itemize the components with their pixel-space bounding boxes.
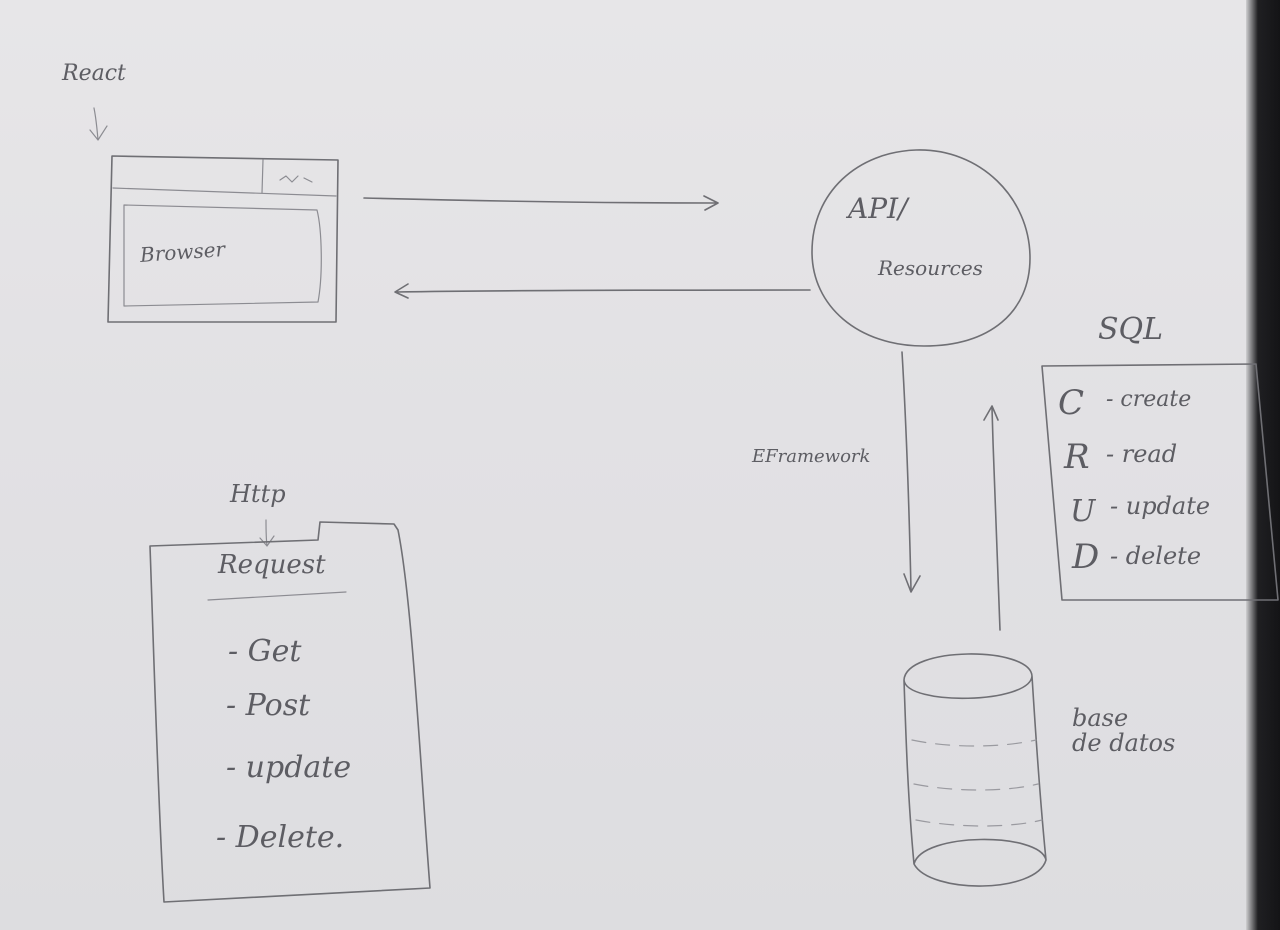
request-underline (207, 591, 347, 601)
crud-read-text: - read (1106, 440, 1178, 468)
api-label: API/ (848, 192, 908, 225)
crud-create-text: - create (1106, 387, 1192, 412)
database-label: base de datos (1072, 704, 1176, 758)
http-method-post: - Post (226, 688, 311, 723)
db-up-arrow (983, 405, 1001, 631)
http-label: Http (230, 480, 286, 508)
browser-title-bar (112, 187, 337, 197)
sql-label: SQL (1098, 312, 1164, 347)
browser-label: Browser (139, 237, 226, 267)
browser-outer-frame (107, 155, 339, 323)
ef-label: EFramework (752, 446, 871, 467)
crud-update-text: - update (1110, 492, 1211, 520)
browser-control-icon (279, 175, 313, 183)
database-cylinder (903, 653, 1047, 887)
sql-crud-box (1041, 363, 1279, 601)
database-dash-2 (913, 783, 1039, 791)
http-arrow (259, 519, 275, 547)
crud-read-letter: R (1064, 437, 1090, 477)
react-label: React (62, 61, 126, 86)
api-circle (811, 149, 1031, 347)
paper-edge (1246, 0, 1280, 930)
crud-delete-letter: D (1072, 537, 1100, 577)
ef-down-arrow (901, 351, 921, 593)
browser-title-divider (261, 159, 264, 194)
crud-create-letter: C (1058, 383, 1085, 423)
request-arrow (363, 195, 719, 211)
crud-delete-text: - delete (1110, 542, 1202, 570)
http-method-update: - update (226, 750, 352, 785)
browser-inner-frame (123, 204, 322, 307)
resources-label: Resources (878, 256, 983, 280)
database-dash-1 (911, 739, 1037, 747)
database-dash-3 (915, 819, 1043, 827)
request-box (149, 521, 431, 903)
http-method-get: - Get (228, 634, 302, 669)
http-method-delete: - Delete. (216, 820, 345, 855)
response-arrow (394, 283, 811, 299)
crud-update-letter: U (1070, 494, 1096, 529)
react-arrow (89, 107, 108, 141)
request-label: Request (218, 550, 326, 580)
